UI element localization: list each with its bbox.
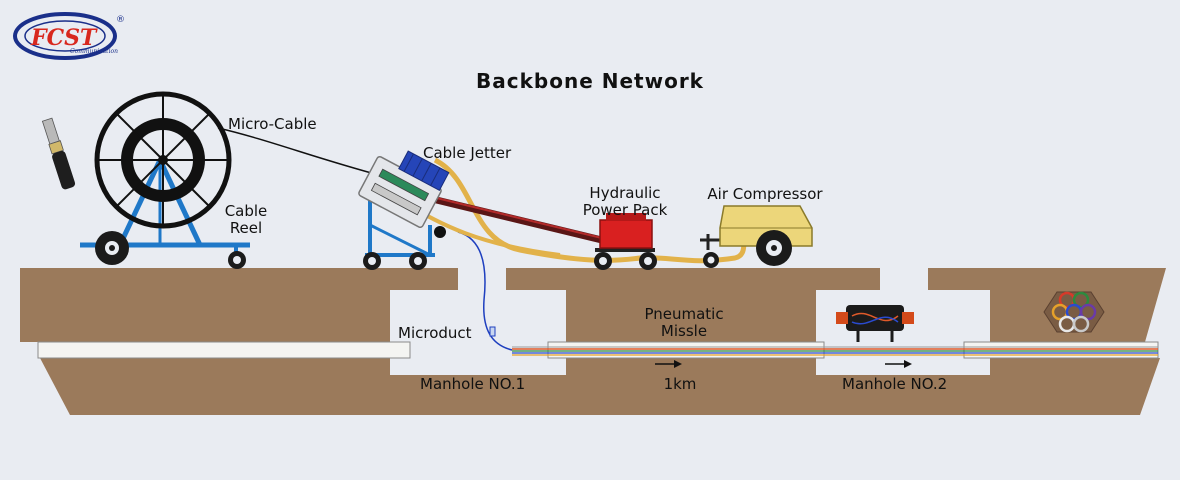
- ground-segment-2: [506, 268, 880, 342]
- label-cable-reel-1: Cable: [225, 202, 268, 220]
- reel-leg-left: [117, 158, 163, 247]
- label-cable-jetter: Cable Jetter: [423, 144, 512, 162]
- micro-cable-sample: [41, 117, 76, 190]
- label-pneumatic-1: Pneumatic: [644, 305, 723, 323]
- cable-reel: [80, 91, 250, 269]
- logo-ring: [13, 12, 117, 60]
- microduct-bundle: [512, 346, 1158, 356]
- hydraulic-tank: [599, 219, 653, 249]
- hydraulic-power-pack: [594, 213, 657, 270]
- ground-lower: [40, 358, 1160, 415]
- label-hydraulic-2: Power Pack: [583, 201, 668, 219]
- label-air-compressor: Air Compressor: [707, 185, 823, 203]
- label-cable-reel-2: Reel: [230, 219, 262, 237]
- label-pneumatic-2: Missle: [661, 322, 707, 340]
- label-distance: 1km: [664, 375, 697, 393]
- air-hose: [433, 157, 748, 264]
- micro-cable-line: [217, 127, 391, 179]
- fcst-logo: FCST ® Communication: [13, 12, 125, 60]
- logo-brand: FCST: [30, 25, 98, 51]
- label-microduct: Microduct: [398, 324, 472, 342]
- duct-section-2: [547, 341, 825, 359]
- duct-pipe: [37, 341, 1159, 359]
- label-micro-cable: Micro-Cable: [228, 115, 317, 133]
- flow-arrows: [655, 360, 912, 368]
- logo-inner-ring: [24, 20, 106, 52]
- ground-lower-segment: [40, 358, 1160, 415]
- hoses: [398, 157, 748, 264]
- duct-section-3: [963, 341, 1159, 359]
- reel-leg-right: [157, 158, 203, 247]
- ground-upper: [20, 268, 1166, 342]
- splice-closure: [836, 305, 914, 342]
- microduct-cross-section: [1043, 291, 1105, 333]
- microduct-connector: [489, 326, 496, 337]
- logo-registered: ®: [116, 15, 125, 25]
- logo-subtitle: Communication: [70, 48, 118, 55]
- label-manhole-2: Manhole NO.2: [842, 375, 947, 393]
- jetter-body: [358, 150, 450, 229]
- jetter-motor: [398, 150, 450, 191]
- ground-segment-1: [20, 268, 458, 342]
- diagram-title: Backbone Network: [476, 69, 704, 93]
- label-manhole-1: Manhole NO.1: [420, 375, 525, 393]
- hydraulic-line: [419, 192, 611, 246]
- microduct-line: [457, 231, 513, 351]
- cable-jetter: [358, 150, 450, 270]
- label-hydraulic-1: Hydraulic: [589, 184, 660, 202]
- duct-section-1: [37, 341, 411, 359]
- air-compressor: [700, 205, 813, 268]
- ground-segment-3: [928, 268, 1166, 342]
